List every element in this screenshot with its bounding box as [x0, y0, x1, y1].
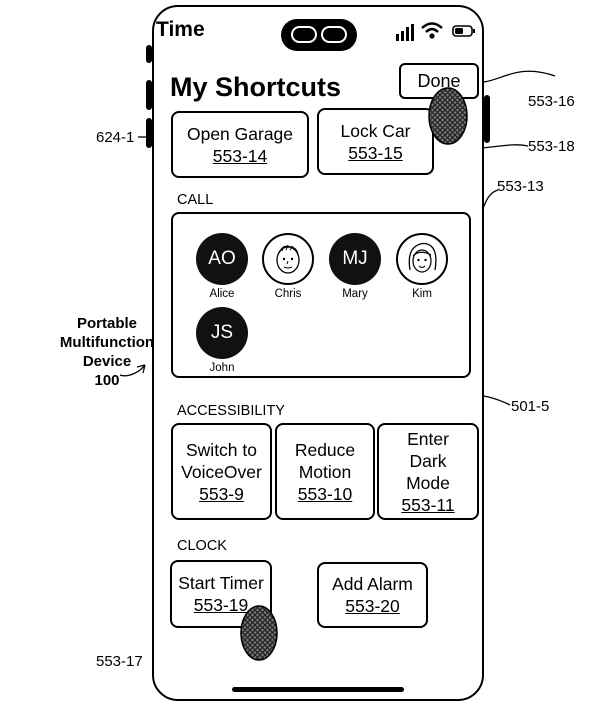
device-label-line4: 100	[94, 372, 120, 389]
side-button-1	[146, 45, 152, 63]
shortcut-label-line2: VoiceOver	[181, 461, 262, 482]
device-label-line2: Multifunction	[59, 334, 155, 351]
ref-label-501-5: 501-5	[511, 398, 550, 415]
ref-label-553-17: 553-17	[96, 653, 143, 670]
shortcut-label-line2: Dark	[409, 450, 447, 471]
signal-icon	[396, 24, 414, 41]
shortcut-ref: 553-19	[193, 595, 249, 615]
ref-label-624-1: 624-1	[96, 129, 135, 146]
shortcut-label-line3: Mode	[406, 472, 450, 493]
side-button-3	[146, 118, 152, 148]
shortcut-dark-mode[interactable]: Enter Dark Mode 553-11	[377, 423, 479, 520]
call-contacts-panel	[171, 212, 471, 378]
shortcut-label: Add Alarm	[332, 574, 413, 594]
shortcut-ref: 553-11	[401, 494, 455, 515]
contact-john[interactable]: JS John	[192, 307, 252, 374]
contact-mary[interactable]: MJ Mary	[325, 233, 385, 300]
contact-name: John	[209, 362, 235, 374]
shortcut-label-line2: Motion	[298, 461, 352, 482]
battery-icon	[452, 25, 475, 37]
shortcut-label: Lock Car	[340, 120, 411, 141]
shortcut-lock-car[interactable]: Lock Car 553-15	[317, 108, 434, 175]
contact-name: Alice	[209, 288, 235, 300]
sensor-lens-icon	[321, 26, 347, 43]
contact-name: Chris	[274, 288, 302, 300]
contact-kim[interactable]: Kim	[392, 233, 452, 300]
shortcut-ref: 553-10	[297, 483, 353, 504]
ref-label-553-16: 553-16	[528, 93, 575, 110]
shortcut-label: Open Garage	[186, 123, 294, 144]
done-button[interactable]: Done	[399, 63, 479, 99]
shortcut-switch-voiceover[interactable]: Switch to VoiceOver 553-9	[171, 423, 272, 520]
page-title: My Shortcuts	[170, 72, 342, 102]
shortcut-ref: 553-20	[345, 596, 400, 616]
shortcut-label: Start Timer	[178, 573, 264, 593]
shortcut-open-garage[interactable]: Open Garage 553-14	[171, 111, 309, 178]
status-time: Time	[156, 18, 205, 41]
camera-notch	[281, 19, 357, 51]
contact-chris[interactable]: Chris	[258, 233, 318, 300]
contact-name: Kim	[412, 288, 432, 300]
shortcut-start-timer[interactable]: Start Timer 553-19	[170, 560, 272, 628]
section-header-clock: CLOCK	[177, 538, 227, 554]
shortcut-label-line1: Reduce	[294, 439, 356, 460]
shortcut-ref: 553-15	[348, 142, 403, 163]
camera-lens-icon	[291, 26, 317, 43]
shortcut-ref: 553-14	[212, 145, 268, 166]
shortcut-label-line1: Enter	[407, 428, 449, 449]
avatar: JS	[196, 307, 248, 359]
side-button-2	[146, 80, 152, 110]
shortcut-reduce-motion[interactable]: Reduce Motion 553-10	[275, 423, 375, 520]
face-icon	[276, 244, 300, 274]
avatar	[262, 233, 314, 285]
device-label: Portable Multifunction Device 100	[52, 314, 162, 390]
section-header-call: CALL	[177, 192, 214, 208]
shortcut-ref: 553-9	[199, 483, 244, 504]
shortcut-label-line1: Switch to	[186, 439, 257, 460]
contact-alice[interactable]: AO Alice	[192, 233, 252, 300]
ref-label-553-18: 553-18	[528, 138, 575, 155]
home-indicator	[232, 687, 404, 692]
wifi-icon	[421, 22, 443, 39]
device-label-line1: Portable	[76, 315, 137, 332]
device-label-line3: Device	[82, 353, 132, 370]
ref-label-553-13: 553-13	[497, 178, 544, 195]
avatar: MJ	[329, 233, 381, 285]
avatar	[396, 233, 448, 285]
section-header-accessibility: ACCESSIBILITY	[177, 403, 285, 419]
contact-name: Mary	[342, 288, 368, 300]
shortcut-add-alarm[interactable]: Add Alarm 553-20	[317, 562, 428, 628]
power-button	[484, 95, 490, 143]
avatar: AO	[196, 233, 248, 285]
face-icon	[408, 242, 437, 273]
